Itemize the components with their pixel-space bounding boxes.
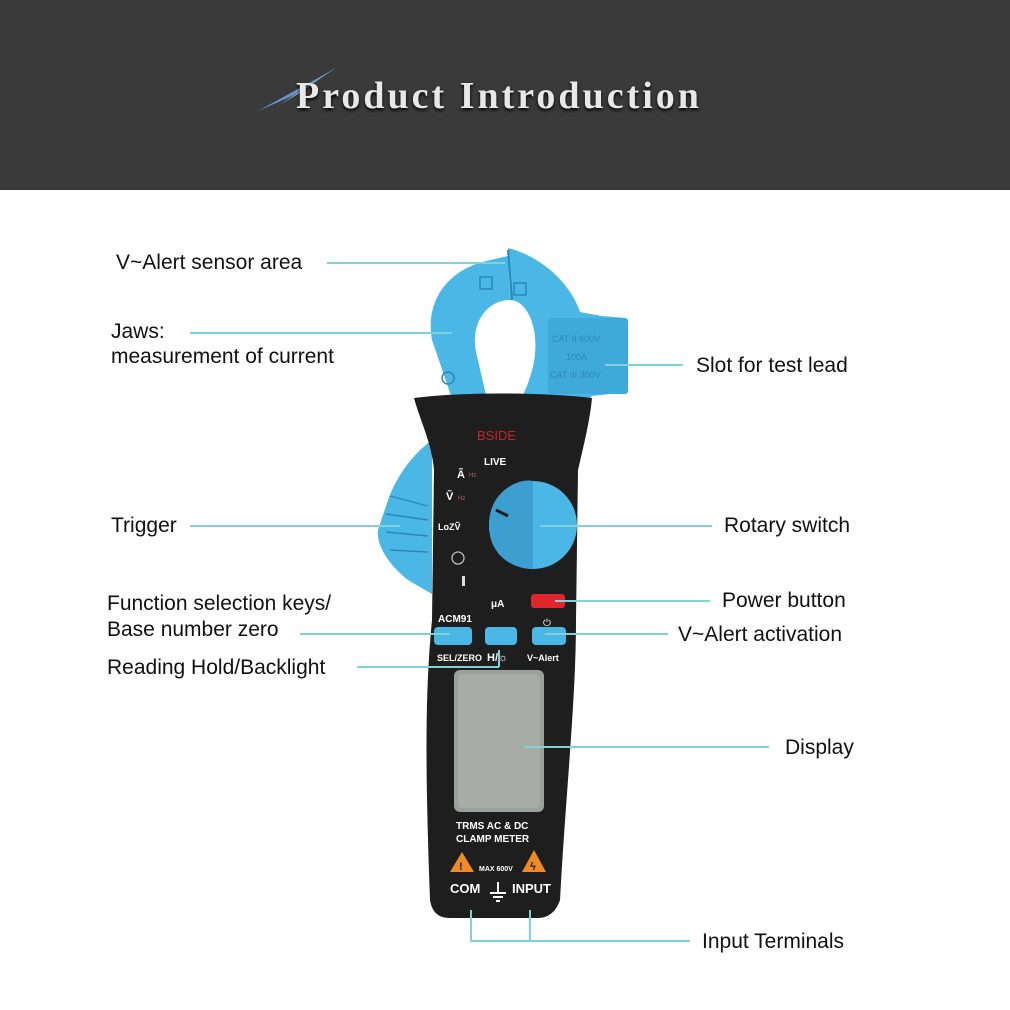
svg-text:μA: μA <box>491 599 504 610</box>
svg-text:!: ! <box>459 861 463 873</box>
warning-icon <box>450 852 474 872</box>
leader-function <box>300 633 450 635</box>
ground-icon <box>490 882 506 902</box>
callout-jaws-desc: measurement of current <box>111 345 334 368</box>
svg-text:COM: COM <box>450 881 480 896</box>
callout-trigger: Trigger <box>111 514 177 537</box>
leader-slot <box>605 364 683 366</box>
leader-terminal-com <box>470 910 472 940</box>
hold-key <box>485 627 517 645</box>
leader-power <box>555 600 710 602</box>
svg-text:MAX 600V: MAX 600V <box>479 866 513 873</box>
svg-text:CAT III 300V: CAT III 300V <box>550 370 601 380</box>
leader-terminal-input <box>529 910 531 940</box>
callout-terminals: Input Terminals <box>702 930 845 953</box>
callout-hold: Reading Hold/Backlight <box>107 656 326 679</box>
leader-jaws <box>190 332 452 334</box>
leader-hold-vertical <box>498 650 500 667</box>
power-button <box>531 594 565 608</box>
svg-text:TRMS AC & DC: TRMS AC & DC <box>456 821 528 832</box>
callout-slot: Slot for test lead <box>696 354 848 377</box>
svg-text:Ã: Ã <box>457 468 465 481</box>
svg-text:Ṽ: Ṽ <box>446 490 454 503</box>
test-lead-slot <box>548 318 628 394</box>
svg-text:ϟ: ϟ <box>530 861 536 873</box>
light-streak-icon <box>258 66 338 111</box>
sel-zero-key <box>434 627 472 645</box>
svg-text:CAT II 600V: CAT II 600V <box>552 334 600 344</box>
callout-jaws-title: Jaws: <box>111 320 165 343</box>
leader-display <box>524 746 769 748</box>
svg-text:LIVE: LIVE <box>484 457 507 468</box>
callout-valert-activation: V~Alert activation <box>678 623 843 646</box>
valert-key <box>532 627 566 645</box>
leader-trigger <box>190 525 400 527</box>
svg-text:ACM91: ACM91 <box>438 614 472 625</box>
svg-text:SEL/ZERO: SEL/ZERO <box>437 653 482 663</box>
callout-valert-sensor: V~Alert sensor area <box>116 251 303 274</box>
leader-hold <box>357 666 499 668</box>
svg-text:Hz: Hz <box>469 473 476 479</box>
page-title: Product Introduction <box>296 75 702 117</box>
callout-power: Power button <box>722 589 846 612</box>
leader-valert-sensor <box>327 262 505 264</box>
svg-text:V~Alert: V~Alert <box>527 653 559 663</box>
leader-terminals <box>470 940 690 942</box>
svg-text:CLAMP METER: CLAMP METER <box>456 834 530 845</box>
header-banner: Product Introduction <box>0 0 1010 190</box>
svg-text:INPUT: INPUT <box>512 881 551 896</box>
svg-text:LoZṼ: LoZṼ <box>438 522 461 532</box>
callout-function-desc: Base number zero <box>107 618 279 641</box>
callout-function-title: Function selection keys/ <box>107 592 332 615</box>
leader-rotary <box>540 525 712 527</box>
svg-text:Hz: Hz <box>458 496 465 502</box>
svg-text:H/☼: H/☼ <box>487 652 508 664</box>
svg-text:100A: 100A <box>566 352 587 362</box>
callout-display: Display <box>785 736 854 759</box>
leader-valert-activation <box>545 633 668 635</box>
callout-rotary: Rotary switch <box>724 514 851 537</box>
high-voltage-icon <box>522 850 546 872</box>
svg-text:BSIDE: BSIDE <box>477 428 516 443</box>
svg-text:⏻: ⏻ <box>543 618 551 629</box>
clamp-jaw <box>430 256 510 416</box>
